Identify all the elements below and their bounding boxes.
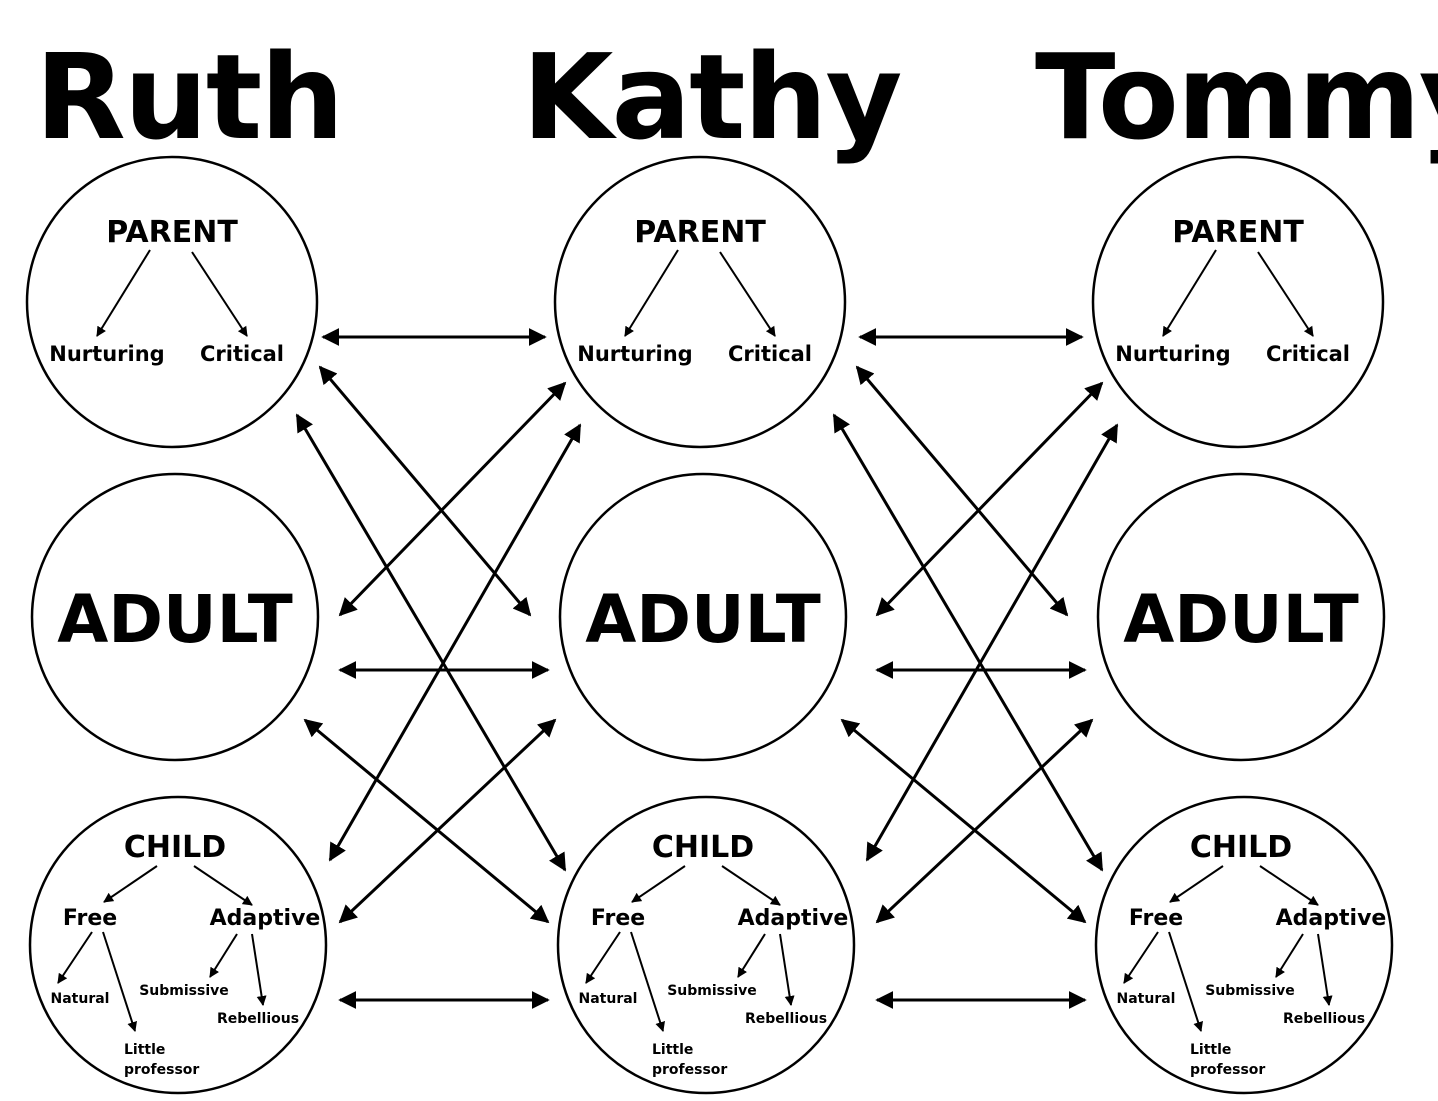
critical-label: Critical <box>728 342 812 366</box>
adaptive-label: Adaptive <box>210 906 321 931</box>
adult-ego-state: ADULT <box>558 472 848 762</box>
transactions-ruth-kathy <box>295 328 582 1009</box>
parent-label: PARENT <box>634 215 766 250</box>
adaptive-label: Adaptive <box>1276 906 1387 931</box>
child-ego-state: CHILD Free Adaptive Natural Submissive R… <box>28 795 328 1095</box>
free-label: Free <box>1129 906 1183 931</box>
arrow-parent-adult <box>318 365 532 617</box>
professor-label: professor <box>1190 1062 1265 1078</box>
arrow-child-adult <box>875 718 1094 924</box>
parent-label: PARENT <box>1172 215 1304 250</box>
arrow-child-parent <box>328 423 582 862</box>
rebellious-label: Rebellious <box>745 1011 827 1027</box>
column-tommy: PARENT Nurturing Critical ADULT CHILD Fr… <box>1091 155 1394 1095</box>
critical-label: Critical <box>1266 342 1350 366</box>
arrow-parent-child <box>295 413 567 872</box>
arrow-parent-adult <box>855 365 1069 617</box>
adult-ego-state: ADULT <box>1096 472 1386 762</box>
arrow-adult-parent <box>875 381 1104 617</box>
child-ego-state: CHILD Free Adaptive Natural Submissive R… <box>556 795 856 1095</box>
little-label: Little <box>652 1042 693 1058</box>
professor-label: professor <box>652 1062 727 1078</box>
adaptive-label: Adaptive <box>738 906 849 931</box>
little-label: Little <box>124 1042 165 1058</box>
nurturing-label: Nurturing <box>49 342 164 366</box>
submissive-label: Submissive <box>667 983 757 999</box>
child-ego-state: CHILD Free Adaptive Natural Submissive R… <box>1094 795 1394 1095</box>
critical-label: Critical <box>200 342 284 366</box>
arrow-adult-child <box>303 718 550 924</box>
person-title-ruth: Ruth <box>35 28 344 166</box>
adult-label: ADULT <box>585 581 821 658</box>
natural-label: Natural <box>51 991 110 1007</box>
arrow-adult-child <box>840 718 1087 924</box>
adult-label: ADULT <box>1123 581 1359 658</box>
arrow-child-parent <box>865 423 1119 862</box>
person-title-tommy: Tommy <box>1035 28 1438 166</box>
nurturing-label: Nurturing <box>577 342 692 366</box>
person-title-kathy: Kathy <box>522 28 902 166</box>
parent-ego-state: PARENT Nurturing Critical <box>25 155 319 449</box>
rebellious-label: Rebellious <box>1283 1011 1365 1027</box>
child-label: CHILD <box>124 830 226 865</box>
free-label: Free <box>591 906 645 931</box>
arrow-parent-child <box>832 413 1104 872</box>
arrow-child-adult <box>338 718 557 924</box>
column-kathy: PARENT Nurturing Critical ADULT CHILD Fr… <box>553 155 856 1095</box>
nurturing-label: Nurturing <box>1115 342 1230 366</box>
arrow-adult-parent <box>338 381 567 617</box>
natural-label: Natural <box>1117 991 1176 1007</box>
little-label: Little <box>1190 1042 1231 1058</box>
child-label: CHILD <box>652 830 754 865</box>
transactions-kathy-tommy <box>832 328 1119 1009</box>
parent-ego-state: PARENT Nurturing Critical <box>553 155 847 449</box>
submissive-label: Submissive <box>139 983 229 999</box>
parent-label: PARENT <box>106 215 238 250</box>
adult-label: ADULT <box>57 581 293 658</box>
child-label: CHILD <box>1190 830 1292 865</box>
free-label: Free <box>63 906 117 931</box>
adult-ego-state: ADULT <box>30 472 320 762</box>
professor-label: professor <box>124 1062 199 1078</box>
rebellious-label: Rebellious <box>217 1011 299 1027</box>
natural-label: Natural <box>579 991 638 1007</box>
submissive-label: Submissive <box>1205 983 1295 999</box>
parent-ego-state: PARENT Nurturing Critical <box>1091 155 1385 449</box>
column-ruth: PARENT Nurturing Critical ADULT CHILD Fr… <box>25 155 328 1095</box>
